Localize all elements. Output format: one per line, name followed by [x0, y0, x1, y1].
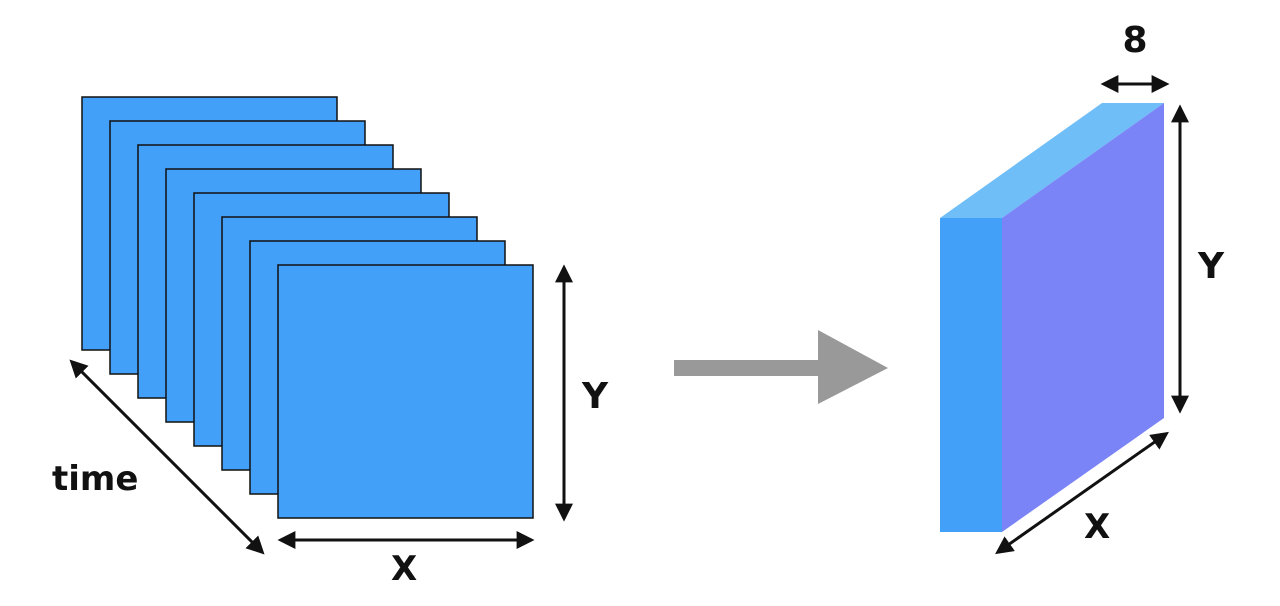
- output-y-label: Y: [1197, 246, 1225, 287]
- input-x-label: X: [391, 549, 417, 589]
- depth-label: 8: [1122, 20, 1147, 61]
- block-side-face: [1002, 103, 1164, 532]
- frame-stack: [81, 96, 534, 519]
- time-frame-8: [277, 264, 534, 519]
- output-x-label: X: [1084, 507, 1110, 547]
- time-dimension-arrow: [69, 359, 265, 555]
- input-y-label: Y: [581, 376, 609, 417]
- block-top-face: [940, 103, 1164, 218]
- output-x-dimension-arrow: [995, 431, 1169, 555]
- transform-arrow: [674, 330, 888, 404]
- time-label: time: [52, 459, 138, 499]
- block-front-face: [940, 218, 1002, 532]
